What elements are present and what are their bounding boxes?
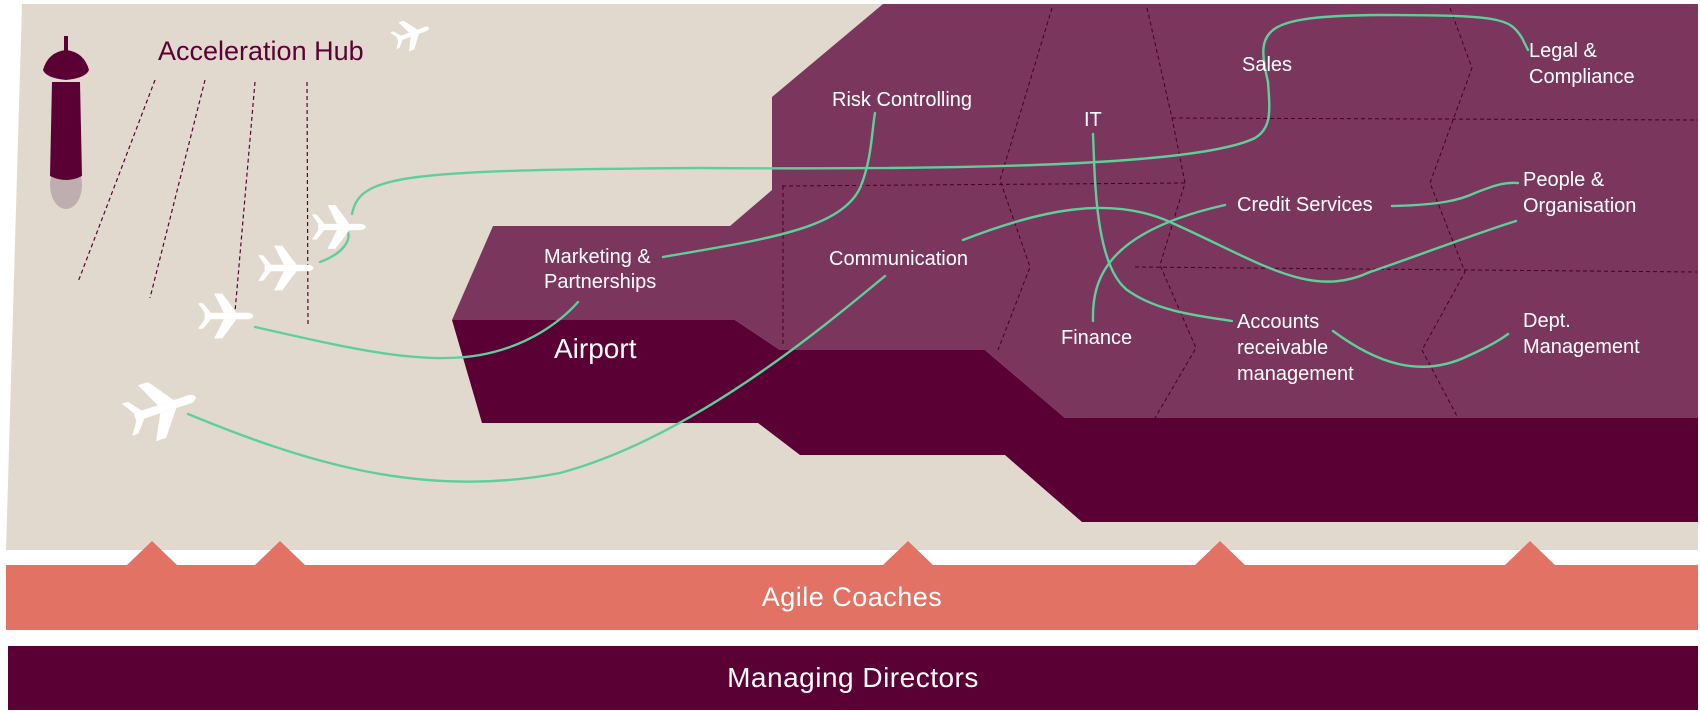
coaches-band-bg	[6, 565, 1698, 630]
airport-label: Airport	[554, 333, 637, 364]
route-accounts-dept	[1331, 329, 1510, 368]
svg-text:Legal &: Legal &	[1529, 40, 1597, 62]
dept-accounts-receivable: Accounts receivable management	[1237, 311, 1354, 385]
svg-text:Accounts: Accounts	[1237, 311, 1319, 333]
svg-text:Partnerships: Partnerships	[544, 271, 656, 293]
dept-people-organisation: People & Organisation	[1523, 169, 1636, 217]
coaches-band-bumps	[126, 541, 1556, 566]
svg-text:Compliance: Compliance	[1529, 66, 1635, 88]
airplane-icon	[311, 205, 366, 249]
airplane-icon	[198, 293, 254, 339]
svg-text:receivable: receivable	[1237, 337, 1328, 359]
route-plane-risk	[318, 230, 350, 264]
dept-risk-controlling: Risk Controlling	[832, 89, 972, 111]
managing-directors-label: Managing Directors	[727, 662, 979, 693]
svg-text:Marketing &: Marketing &	[544, 246, 651, 268]
airplane-icon	[390, 20, 430, 52]
route-plane-sales	[350, 80, 1271, 216]
agile-coaches-label: Agile Coaches	[761, 582, 943, 612]
dept-communication: Communication	[829, 248, 968, 270]
dept-finance: Finance	[1061, 327, 1132, 349]
svg-text:Management: Management	[1523, 336, 1640, 358]
dept-management: Dept. Management	[1523, 310, 1640, 358]
control-tower-icon	[43, 36, 89, 209]
building-top	[452, 4, 1698, 418]
runway-markings	[77, 79, 309, 327]
route-it-accounts	[1091, 132, 1234, 323]
agile-coaches-band: Agile Coaches	[6, 565, 1698, 630]
airplane-icon	[258, 245, 314, 291]
route-lines	[186, 13, 1530, 483]
acceleration-hub-title: Acceleration Hub	[158, 36, 364, 66]
directors-band-bg	[8, 646, 1698, 710]
managing-directors-band: Managing Directors	[8, 646, 1698, 710]
route-plane-marketing	[253, 300, 580, 360]
route-credit-people	[1390, 181, 1520, 208]
route-marketing-risk	[661, 111, 877, 259]
dept-credit-services: Credit Services	[1237, 194, 1373, 216]
route-communication-people	[961, 206, 1518, 283]
route-sales-legal	[1262, 13, 1530, 84]
svg-text:Organisation: Organisation	[1523, 195, 1636, 217]
svg-text:Dept.: Dept.	[1523, 310, 1571, 332]
route-plane-communication	[186, 274, 887, 483]
dept-it: IT	[1084, 109, 1102, 131]
svg-text:management: management	[1237, 363, 1354, 385]
zone-borders	[781, 7, 1699, 419]
route-finance-credit	[1091, 203, 1227, 323]
dept-sales: Sales	[1242, 54, 1292, 76]
dept-marketing-partnerships: Marketing & Partnerships	[544, 246, 656, 293]
airplane-icon	[121, 381, 196, 442]
dept-legal-compliance: Legal & Compliance	[1529, 40, 1635, 88]
svg-text:People &: People &	[1523, 169, 1605, 191]
